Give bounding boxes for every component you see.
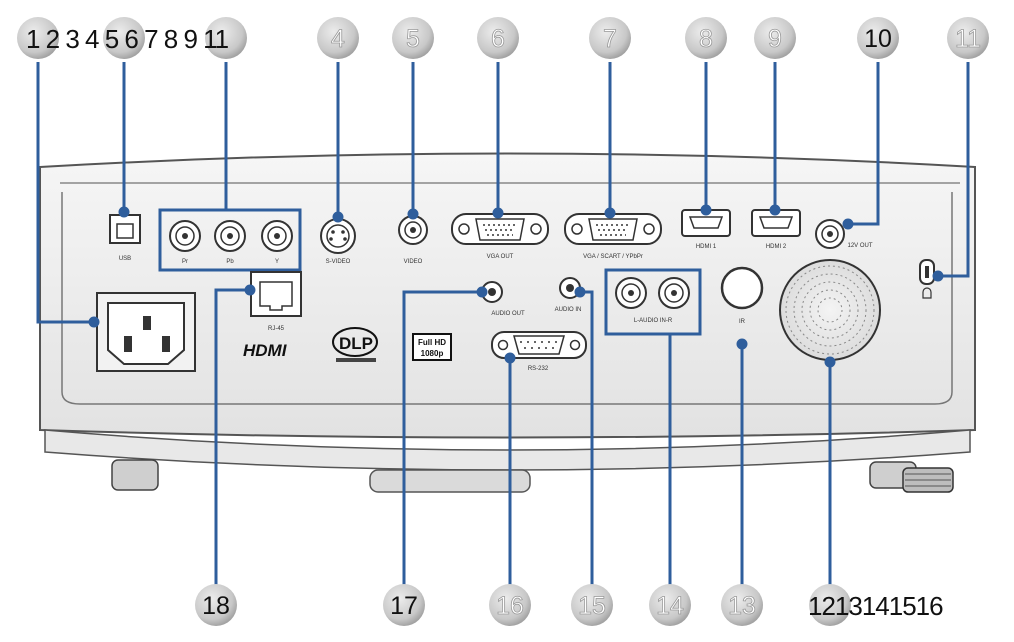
callout-8: 8 xyxy=(685,17,727,59)
usb-label: USB xyxy=(119,256,131,262)
svg-text:6: 6 xyxy=(491,25,505,53)
callout-7: 7 xyxy=(589,17,631,59)
svg-text:8: 8 xyxy=(699,25,713,53)
vga-in-label: VGA / SCART / YPbPr xyxy=(583,254,643,260)
svg-text:11: 11 xyxy=(955,25,981,53)
hdmi1-label: HDMI 1 xyxy=(696,244,717,250)
12v-out-label: 12V OUT xyxy=(847,243,872,249)
svg-text:10: 10 xyxy=(864,25,892,53)
svg-text:14: 14 xyxy=(656,592,684,620)
callout-15: 15 xyxy=(571,584,613,626)
svg-text:17: 17 xyxy=(390,592,418,620)
callout-badges-bottom: 18 17 16 15 14 13 xyxy=(195,584,851,626)
audio-out-label: AUDIO OUT xyxy=(491,311,525,317)
pr-label: Pr xyxy=(182,259,188,265)
vga-out-label: VGA OUT xyxy=(487,254,514,260)
svg-text:9: 9 xyxy=(768,25,782,53)
callout-6: 6 xyxy=(477,17,519,59)
callout-18: 18 xyxy=(195,584,237,626)
ir-label: IR xyxy=(739,319,746,325)
callout-10: 10 xyxy=(857,17,899,59)
svg-text:15: 15 xyxy=(578,592,606,620)
audio-in-label: AUDIO IN xyxy=(555,307,582,313)
svg-text:18: 18 xyxy=(202,592,230,620)
svg-text:Full HD: Full HD xyxy=(418,338,446,347)
svg-text:5: 5 xyxy=(406,25,420,53)
callout-11: 11 xyxy=(947,17,989,59)
bottom-number-sequence: 1213141516 xyxy=(808,591,943,622)
ac-power-socket xyxy=(97,293,195,371)
speaker-grille xyxy=(780,260,880,360)
callout-14: 14 xyxy=(649,584,691,626)
svg-text:13: 13 xyxy=(728,592,756,620)
y-label: Y xyxy=(275,259,279,265)
hdmi-logo: HDMI xyxy=(243,341,288,360)
rj45-label: RJ-45 xyxy=(268,326,285,332)
l-audio-r-label: L-AUDIO IN-R xyxy=(634,318,673,324)
callout-4: 4 xyxy=(317,17,359,59)
pb-label: Pb xyxy=(226,259,234,265)
svg-text:16: 16 xyxy=(496,592,524,620)
callout-16: 16 xyxy=(489,584,531,626)
svg-text:4: 4 xyxy=(331,25,345,53)
callout-13: 13 xyxy=(721,584,763,626)
callout-9: 9 xyxy=(754,17,796,59)
rs232-label: RS-232 xyxy=(528,366,549,372)
callout-17: 17 xyxy=(383,584,425,626)
svg-text:7: 7 xyxy=(603,25,617,53)
svg-text:DLP: DLP xyxy=(339,334,373,353)
video-label: VIDEO xyxy=(404,259,423,265)
callout-5: 5 xyxy=(392,17,434,59)
hdmi2-label: HDMI 2 xyxy=(766,244,787,250)
top-number-sequence: 1 2 3 4 5 6 7 8 9 11 xyxy=(26,24,228,55)
svg-text:1080p: 1080p xyxy=(421,349,444,358)
s-video-port: S-VIDEO xyxy=(321,219,355,265)
full-hd-badge: Full HD 1080p xyxy=(413,334,451,360)
svideo-label: S-VIDEO xyxy=(326,259,351,265)
